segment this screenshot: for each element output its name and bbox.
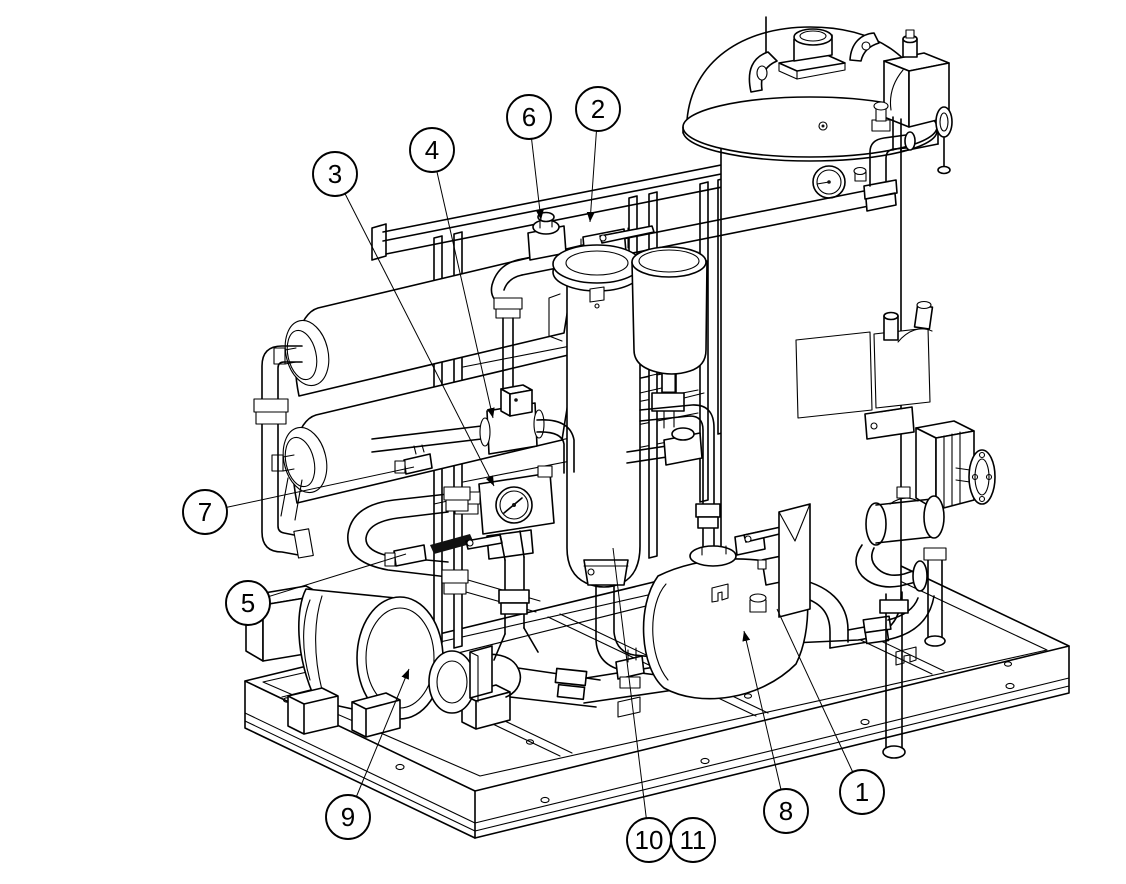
callout-number: 10 [635,825,664,855]
callout-7: 7 [182,466,415,535]
callout-number: 7 [198,497,212,527]
horizontal-vessel [642,503,935,759]
callout-circle [312,151,358,197]
leader-line [776,608,863,793]
electrical-panel [795,300,934,440]
callout-4: 4 [409,127,495,419]
callout-3: 3 [312,151,495,487]
pump-head [428,650,675,714]
leader-line [204,466,415,513]
drain-valve [384,544,427,567]
callout-circle [839,769,885,815]
callout-circle [225,580,271,626]
callout-11: 11 [670,817,716,863]
callout-1: 1 [776,608,885,815]
callout-number: 8 [779,796,793,826]
callout-number: 5 [241,588,255,618]
leader-line [612,547,650,841]
v-bracket [778,503,811,618]
leader-line [347,668,410,818]
valve-cluster [347,384,575,613]
u-bend-pipe [253,345,314,559]
tank-drop-pipe [626,404,721,547]
pump-motor [245,556,675,738]
leader-line [431,149,495,419]
callout-number: 9 [341,802,355,832]
callout-circle [325,794,371,840]
leader-line [742,630,787,812]
callout-2: 2 [575,86,621,223]
solenoid-valve [479,384,545,455]
leader-line [247,553,407,604]
callout-circle [409,127,455,173]
hairpin-loop-pipe [347,486,471,595]
callout-8: 8 [742,630,809,834]
callout-9: 9 [325,668,410,840]
callout-number: 6 [522,102,536,132]
callout-circle [763,788,809,834]
pressure-gauge [812,165,846,199]
actuator-valve [855,420,996,647]
callout-number: 3 [328,159,342,189]
suction-pipe [493,556,539,661]
callout-number: 2 [591,94,605,124]
callout-circle [670,817,716,863]
solenoid-box [883,29,953,175]
callout-10: 10 [612,547,672,863]
callout-number: 1 [855,777,869,807]
callout-6: 6 [506,94,552,221]
filter-housing [548,244,680,683]
callout-number: 4 [425,135,439,165]
callout-number: 11 [680,825,707,855]
callout-circle [182,489,228,535]
callout-5: 5 [225,553,407,626]
callouts: 1 2 3 4 5 6 7 [182,86,885,863]
drain-pipe [879,591,909,759]
leader-line [334,173,495,487]
callout-circle [506,94,552,140]
cartridge-canister [631,246,708,429]
lever-valve [430,529,534,560]
callout-circle [575,86,621,132]
